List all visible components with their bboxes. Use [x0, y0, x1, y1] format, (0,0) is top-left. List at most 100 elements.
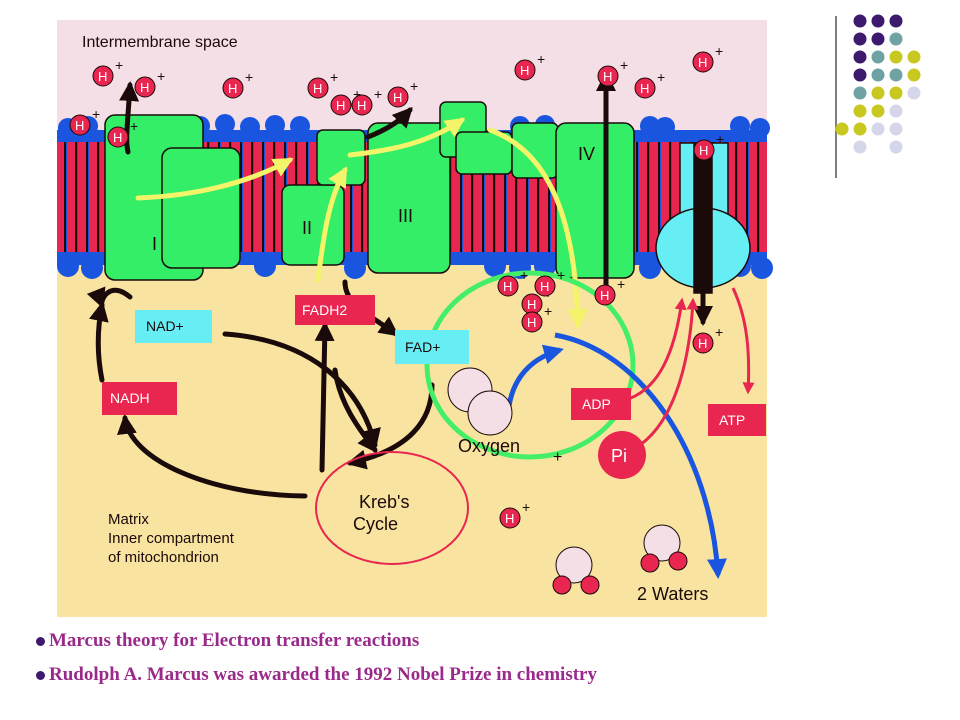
- hydrogen-plus: +: [620, 57, 628, 73]
- bullet-list: Marcus theory for Electron transfer reac…: [36, 624, 936, 692]
- hydrogen-ion: H+: [514, 51, 545, 81]
- hydrogen-symbol: H: [98, 69, 107, 84]
- hydrogen-symbol: H: [698, 55, 707, 70]
- bullet-dot: [36, 636, 45, 646]
- hydrogen-symbol: H: [527, 315, 536, 330]
- hydrogen-ion: H+: [222, 69, 253, 99]
- krebs-label-1: Kreb's: [359, 492, 409, 512]
- hydrogen-ion: H+: [693, 131, 724, 161]
- hydrogen-ion: H+: [387, 78, 418, 108]
- svg-text:ATP: ATP: [719, 412, 745, 428]
- hydrogen-ion: H+: [521, 303, 552, 333]
- bullet-item: Rudolph A. Marcus was awarded the 1992 N…: [36, 658, 936, 692]
- mitochondrion-label: of mitochondrion: [108, 549, 219, 566]
- nad-box: NAD+: [135, 310, 212, 343]
- hydrogen-ion: H+: [107, 118, 138, 148]
- hydrogen-symbol: H: [603, 69, 612, 84]
- hydrogen-symbol: H: [113, 130, 122, 145]
- complex-IV-label: IV: [578, 144, 595, 164]
- svg-text:ADP: ADP: [582, 396, 611, 412]
- red-arrows: [624, 287, 755, 447]
- hydrogen-ion: H+: [69, 106, 100, 136]
- hydrogen-ion: H+: [634, 69, 665, 99]
- hydrogen-symbol: H: [699, 143, 708, 158]
- hydrogen-symbol: H: [357, 98, 366, 113]
- hydrogen-plus: +: [245, 69, 253, 85]
- svg-text:NADH: NADH: [110, 390, 150, 406]
- hydrogen-ion: H+: [330, 86, 361, 116]
- hydrogen-ions: H+H+H+H+H+H+H+H+H+H+H+H+H+H+H+H+H+H+H+H+…: [69, 43, 724, 529]
- hydrogen-symbol: H: [640, 81, 649, 96]
- fad-box: FAD+: [395, 330, 469, 364]
- svg-text:FADH2: FADH2: [302, 302, 347, 318]
- hydrogen-symbol: H: [140, 80, 149, 95]
- svg-text:Pi: Pi: [611, 446, 627, 466]
- hydrogen-ion: H+: [134, 68, 165, 98]
- hydrogen-plus: +: [617, 276, 625, 292]
- hydrogen-ion: H+: [597, 57, 628, 87]
- svg-text:FAD+: FAD+: [405, 339, 440, 355]
- oxygen-label: Oxygen: [458, 436, 520, 456]
- hydrogen-plus: +: [657, 69, 665, 85]
- hydrogen-ion: H+: [594, 276, 625, 306]
- intermembrane-label: Intermembrane space: [82, 34, 238, 51]
- hydrogen-plus: +: [520, 267, 528, 283]
- hydrogen-symbol: H: [527, 297, 536, 312]
- krebs-cycle: [315, 451, 469, 565]
- complex-III-label: III: [398, 206, 413, 226]
- hydrogen-plus: +: [716, 131, 724, 147]
- krebs-label-2: Cycle: [353, 514, 398, 534]
- hydrogen-plus: +: [557, 267, 565, 283]
- hydrogen-ion: H+: [692, 43, 723, 73]
- hydrogen-ion: H+: [692, 324, 723, 354]
- hydrogen-ion: H+: [534, 267, 565, 297]
- hydrogen-plus: +: [130, 118, 138, 134]
- bullet-item: Marcus theory for Electron transfer reac…: [36, 624, 936, 658]
- hydrogen-ion: H+: [351, 86, 382, 116]
- inner-compartment-label: Inner compartment: [108, 530, 235, 547]
- hydrogen-symbol: H: [698, 336, 707, 351]
- hydrogen-plus: +: [115, 57, 123, 73]
- nadh-box: NADH: [102, 382, 177, 415]
- matrix-label: Matrix: [108, 511, 149, 528]
- bullet-text: Marcus theory for Electron transfer reac…: [49, 630, 420, 651]
- bullet-dot: [36, 670, 45, 680]
- hydrogen-plus: +: [537, 51, 545, 67]
- hydrogen-symbol: H: [520, 63, 529, 78]
- hydrogen-plus: +: [374, 86, 382, 102]
- hydrogen-ion: H+: [497, 267, 528, 297]
- hydrogen-plus: +: [92, 106, 100, 122]
- hydrogen-symbol: H: [540, 279, 549, 294]
- hydrogen-plus: +: [353, 86, 361, 102]
- fadh2-box: FADH2: [295, 295, 375, 325]
- adp-box: ADP: [571, 388, 631, 420]
- hydrogen-plus: +: [410, 78, 418, 94]
- svg-text:NAD+: NAD+: [146, 318, 184, 334]
- hydrogen-symbol: H: [393, 90, 402, 105]
- complex-I-label: I: [152, 234, 157, 254]
- water-molecules: [552, 524, 688, 595]
- complex-II-label: II: [302, 218, 312, 238]
- hydrogen-ion: H+: [499, 499, 530, 529]
- hydrogen-plus: +: [330, 69, 338, 85]
- hydrogen-ion: H+: [307, 69, 338, 99]
- waters-label: 2 Waters: [637, 584, 708, 604]
- bullet-text: Rudolph A. Marcus was awarded the 1992 N…: [49, 664, 597, 685]
- hydrogen-symbol: H: [228, 81, 237, 96]
- atp-synthase: [655, 142, 751, 294]
- hydrogen-plus: +: [715, 43, 723, 59]
- hydrogen-ion: H+: [92, 57, 123, 87]
- hydrogen-plus: +: [522, 499, 530, 515]
- oxygen-plus: +: [553, 449, 562, 466]
- oxygen-molecule: [447, 367, 513, 436]
- hydrogen-symbol: H: [503, 279, 512, 294]
- hydrogen-plus: +: [715, 324, 723, 340]
- hydrogen-plus: +: [544, 303, 552, 319]
- pi-circle: Pi: [598, 431, 646, 479]
- atp-box: ATP: [708, 404, 766, 436]
- oxygen-cycle: [424, 270, 636, 460]
- hydrogen-plus: +: [157, 68, 165, 84]
- hydrogen-symbol: H: [75, 118, 84, 133]
- complex-IV: [511, 122, 635, 279]
